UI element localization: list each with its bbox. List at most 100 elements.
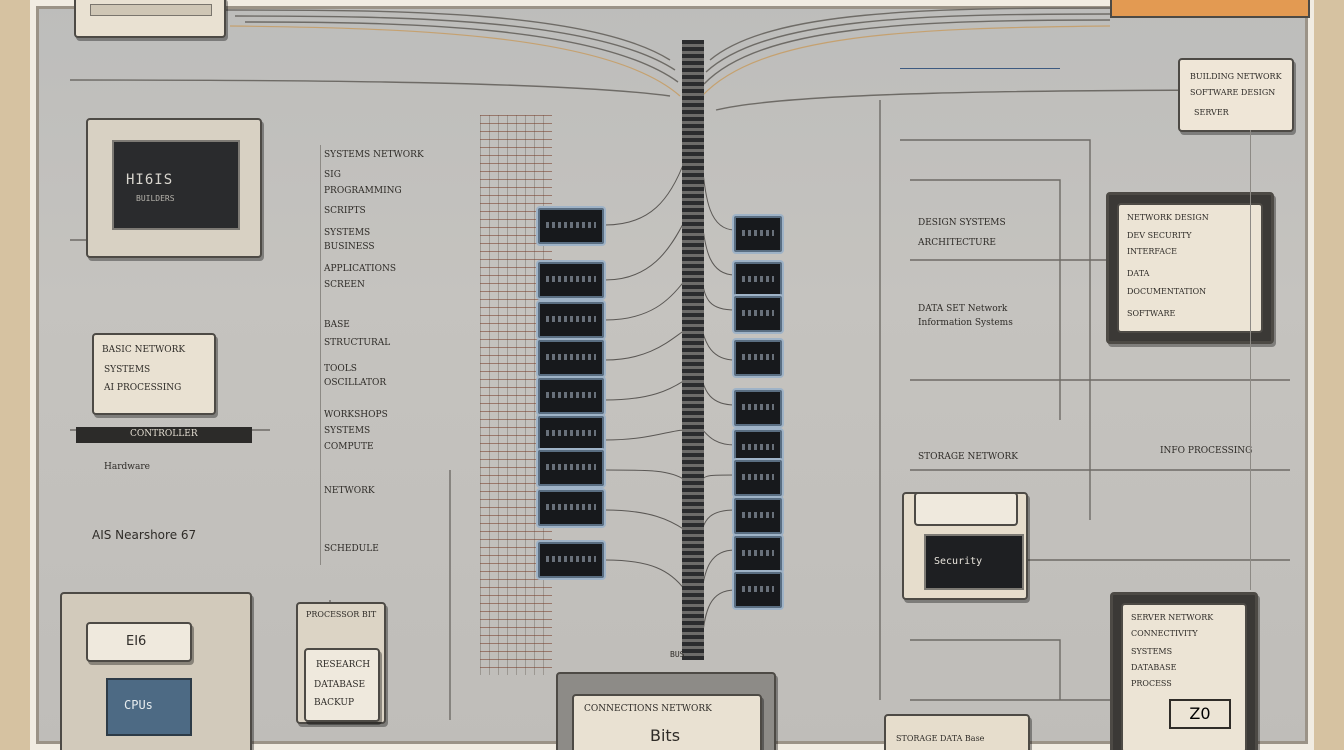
bottom-card-line-3: SYSTEMS — [1131, 647, 1173, 656]
list-label: OSCILLATOR — [324, 378, 387, 388]
console-title: CONNECTIONS NETWORK — [584, 704, 712, 714]
list-label: SYSTEMS — [324, 228, 371, 238]
side-box-line-2: SYSTEMS — [104, 365, 151, 375]
side-bar-caption: CONTROLLER — [130, 429, 198, 439]
side-box: BASIC NETWORK SYSTEMS AI PROCESSING — [92, 333, 216, 415]
bottom-screen-text: CPUs — [124, 698, 153, 712]
list-label: SYSTEMS — [324, 426, 371, 436]
list-label: NETWORK — [324, 486, 375, 496]
chip — [734, 340, 782, 376]
bus-label: BUS — [670, 650, 685, 659]
chip — [734, 262, 782, 298]
text-block-2-line-2: Information Systems — [918, 318, 1013, 328]
center-console: CONNECTIONS NETWORK Bits — [556, 672, 776, 750]
chip — [538, 262, 604, 298]
left-monitor: HI6IS BUILDERS — [86, 118, 262, 258]
terminal-line-6: SOFTWARE — [1127, 309, 1176, 318]
drive-screen: Security — [924, 534, 1024, 590]
chip — [538, 490, 604, 526]
terminal-card: NETWORK DESIGN DEV SECURITY INTERFACE DA… — [1106, 192, 1274, 344]
notes-line-2: SOFTWARE DESIGN — [1190, 88, 1276, 97]
bottom-card-line-1: SERVER NETWORK — [1131, 613, 1214, 622]
bottom-card-line-4: DATABASE — [1131, 663, 1177, 672]
list-label: BASE — [324, 320, 350, 330]
mid-box: PROCESSOR BIT RESEARCH DATABASE BACKUP — [296, 602, 386, 724]
chip — [734, 216, 782, 252]
text-block-1-line-1: DESIGN SYSTEMS — [918, 218, 1006, 228]
chip — [538, 378, 604, 414]
terminal-line-2: DEV SECURITY — [1127, 231, 1192, 240]
diagram-frame: HI6IS BUILDERS SYSTEMS NETWORK SIG PROGRAM… — [30, 0, 1314, 750]
side-bar: CONTROLLER — [76, 427, 252, 443]
axis-note: AIS Nearshore 67 — [92, 528, 197, 542]
mid-box-line-3: BACKUP — [314, 698, 355, 708]
notes-card: BUILDING NETWORK SOFTWARE DESIGN SERVER — [1178, 58, 1294, 132]
bottom-display: EI6 — [86, 622, 192, 662]
bottom-center-label: STORAGE DATA Base — [896, 734, 985, 743]
chip — [538, 302, 604, 338]
monitor-title: HI6IS — [126, 172, 174, 188]
left-monitor-screen: HI6IS BUILDERS — [112, 140, 240, 230]
chip — [734, 572, 782, 608]
drive-unit: Security — [902, 492, 1028, 600]
side-box-line-1: BASIC NETWORK — [102, 345, 186, 355]
bottom-left-device: EI6 CPUs — [60, 592, 252, 750]
terminal-line-5: DOCUMENTATION — [1127, 287, 1207, 296]
side-sub-label: Hardware — [104, 462, 150, 472]
interface-label: INFO PROCESSING — [1160, 446, 1253, 456]
chip — [734, 460, 782, 496]
bottom-screen: CPUs — [106, 678, 192, 736]
chip — [734, 296, 782, 332]
text-block-2-line-1: DATA SET Network — [918, 304, 1008, 314]
storage-label: STORAGE NETWORK — [918, 452, 1019, 462]
list-label: SCHEDULE — [324, 544, 379, 554]
terminal-line-4: DATA — [1127, 269, 1150, 278]
list-rule — [320, 145, 321, 565]
mid-box-title: PROCESSOR BIT — [306, 610, 377, 619]
list-label: COMPUTE — [324, 442, 374, 452]
slot-icon — [90, 4, 212, 16]
side-box-line-3: AI PROCESSING — [104, 383, 182, 393]
central-bus — [682, 40, 704, 660]
chip — [734, 498, 782, 534]
mid-box-inner: RESEARCH DATABASE BACKUP — [304, 648, 380, 722]
terminal-line-1: NETWORK DESIGN — [1127, 213, 1209, 222]
list-label: BUSINESS — [324, 242, 375, 252]
bottom-display-text: EI6 — [126, 634, 147, 649]
right-rule — [1250, 130, 1251, 590]
chip — [538, 208, 604, 244]
orange-tab — [1110, 0, 1310, 18]
bottom-card-line-5: PROCESS — [1131, 679, 1172, 688]
list-label: TOOLS — [324, 364, 357, 374]
chip — [538, 340, 604, 376]
list-label: PROGRAMMING — [324, 186, 402, 196]
chip — [538, 542, 604, 578]
bottom-center-box: STORAGE DATA Base — [884, 714, 1030, 750]
chip — [734, 390, 782, 426]
top-left-tab — [74, 0, 226, 38]
blue-rule — [900, 68, 1060, 69]
bottom-card-line-2: CONNECTIVITY — [1131, 629, 1198, 638]
drive-screen-text: Security — [934, 556, 983, 567]
terminal-screen: NETWORK DESIGN DEV SECURITY INTERFACE DA… — [1117, 203, 1263, 333]
chip — [538, 450, 604, 486]
list-label: SCRIPTS — [324, 206, 366, 216]
list-label: APPLICATIONS — [324, 264, 397, 274]
chip — [538, 416, 604, 452]
notes-line-3: SERVER — [1194, 108, 1229, 117]
drive-lid — [914, 492, 1018, 526]
terminal-line-3: INTERFACE — [1127, 247, 1177, 256]
monitor-subtitle: BUILDERS — [136, 194, 175, 203]
bottom-right-card: SERVER NETWORK CONNECTIVITY SYSTEMS DATA… — [1110, 592, 1258, 750]
bottom-right-screen: SERVER NETWORK CONNECTIVITY SYSTEMS DATA… — [1121, 603, 1247, 750]
console-main: Bits — [650, 726, 681, 745]
text-block-1-line-2: ARCHITECTURE — [918, 238, 996, 248]
list-label: SYSTEMS NETWORK — [324, 150, 424, 160]
notes-line-1: BUILDING NETWORK — [1190, 72, 1282, 81]
list-label: SCREEN — [324, 280, 365, 290]
list-label: WORKSHOPS — [324, 410, 388, 420]
list-label: STRUCTURAL — [324, 338, 391, 348]
bottom-card-code: Z0 — [1169, 699, 1231, 729]
list-label: SIG — [324, 170, 341, 180]
chip — [734, 536, 782, 572]
